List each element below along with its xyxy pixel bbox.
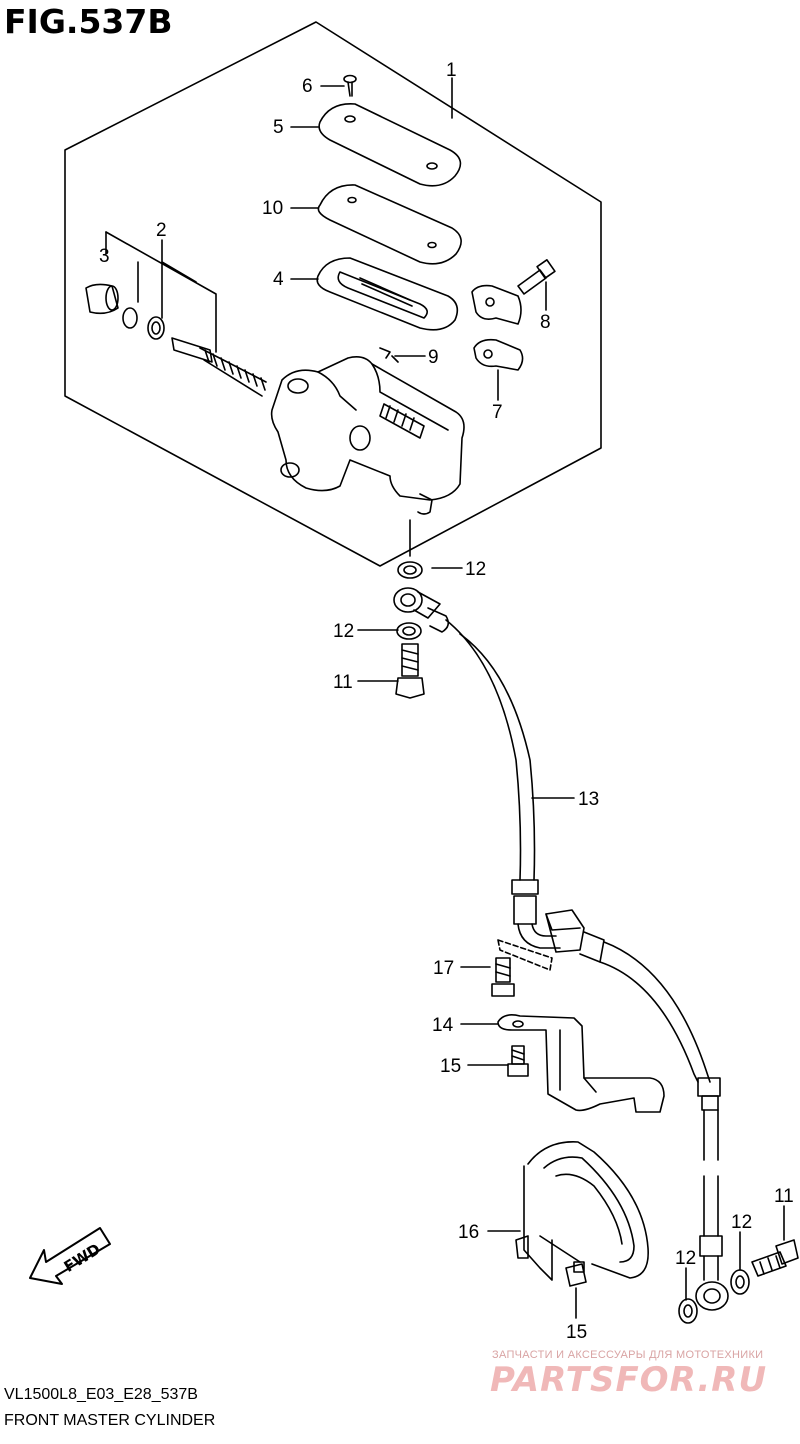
callout-14: 14 bbox=[432, 1015, 454, 1036]
figure-caption: FRONT MASTER CYLINDER bbox=[4, 1412, 216, 1429]
reservoir-cap bbox=[318, 103, 462, 187]
reservoir-cap-screw bbox=[343, 74, 357, 97]
holder-bolt bbox=[517, 259, 556, 295]
callout-15-b: 15 bbox=[566, 1322, 587, 1343]
callout-11-a: 11 bbox=[333, 672, 353, 693]
callout-7: 7 bbox=[492, 402, 503, 423]
callout-15-a: 15 bbox=[440, 1056, 461, 1077]
hose-bracket bbox=[497, 1014, 665, 1113]
watermark-brand: PARTSFOR.RU bbox=[490, 1360, 768, 1400]
washer-12-lower-left bbox=[678, 1298, 698, 1324]
callout-5: 5 bbox=[273, 117, 284, 138]
fwd-arrow-icon bbox=[29, 1227, 111, 1285]
brake-hose-upper bbox=[393, 587, 561, 949]
piston-kit bbox=[122, 307, 267, 397]
callout-12-d: 12 bbox=[675, 1248, 696, 1269]
clip bbox=[379, 347, 399, 363]
boot bbox=[85, 283, 119, 315]
callout-10: 10 bbox=[262, 198, 283, 219]
washer-12-lower-right bbox=[730, 1269, 750, 1295]
watermark-tagline: ЗАПЧАСТИ И АКСЕССУАРЫ ДЛЯ МОТОТЕХНИКИ bbox=[492, 1349, 764, 1361]
callout-12-a: 12 bbox=[465, 559, 486, 580]
callout-12-b: 12 bbox=[333, 621, 354, 642]
callout-9: 9 bbox=[428, 347, 439, 368]
washer-12-middle bbox=[396, 622, 422, 640]
master-cylinder-body bbox=[270, 356, 465, 515]
brake-hose-lower bbox=[695, 1077, 729, 1311]
washer-12-upper bbox=[397, 561, 423, 579]
callout-17: 17 bbox=[433, 958, 454, 979]
union-bolt-lower bbox=[751, 1239, 799, 1277]
master-cylinder-holder bbox=[471, 284, 524, 371]
union-bolt-upper bbox=[395, 643, 425, 699]
callout-3: 3 bbox=[99, 246, 110, 267]
bracket-bolt-lower bbox=[565, 1261, 587, 1287]
callout-1: 1 bbox=[446, 60, 457, 81]
assembly-frame bbox=[64, 21, 602, 567]
diaphragm bbox=[316, 257, 459, 331]
joint-bolt bbox=[491, 957, 515, 997]
callout-11-b: 11 bbox=[774, 1186, 794, 1207]
callout-6: 6 bbox=[302, 76, 313, 97]
callout-4: 4 bbox=[273, 269, 284, 290]
figure-title: FIG.537B bbox=[4, 2, 173, 41]
callout-12-c: 12 bbox=[731, 1212, 752, 1233]
hose-joint bbox=[497, 909, 711, 1083]
bracket-bolt-upper bbox=[507, 1045, 529, 1077]
hose-guide bbox=[515, 1141, 649, 1281]
callout-16: 16 bbox=[458, 1222, 479, 1243]
callout-2: 2 bbox=[156, 220, 167, 241]
reservoir-plate bbox=[317, 184, 462, 265]
model-code: VL1500L8_E03_E28_537B bbox=[4, 1386, 198, 1403]
callout-8: 8 bbox=[540, 312, 551, 333]
callout-13: 13 bbox=[578, 789, 599, 810]
